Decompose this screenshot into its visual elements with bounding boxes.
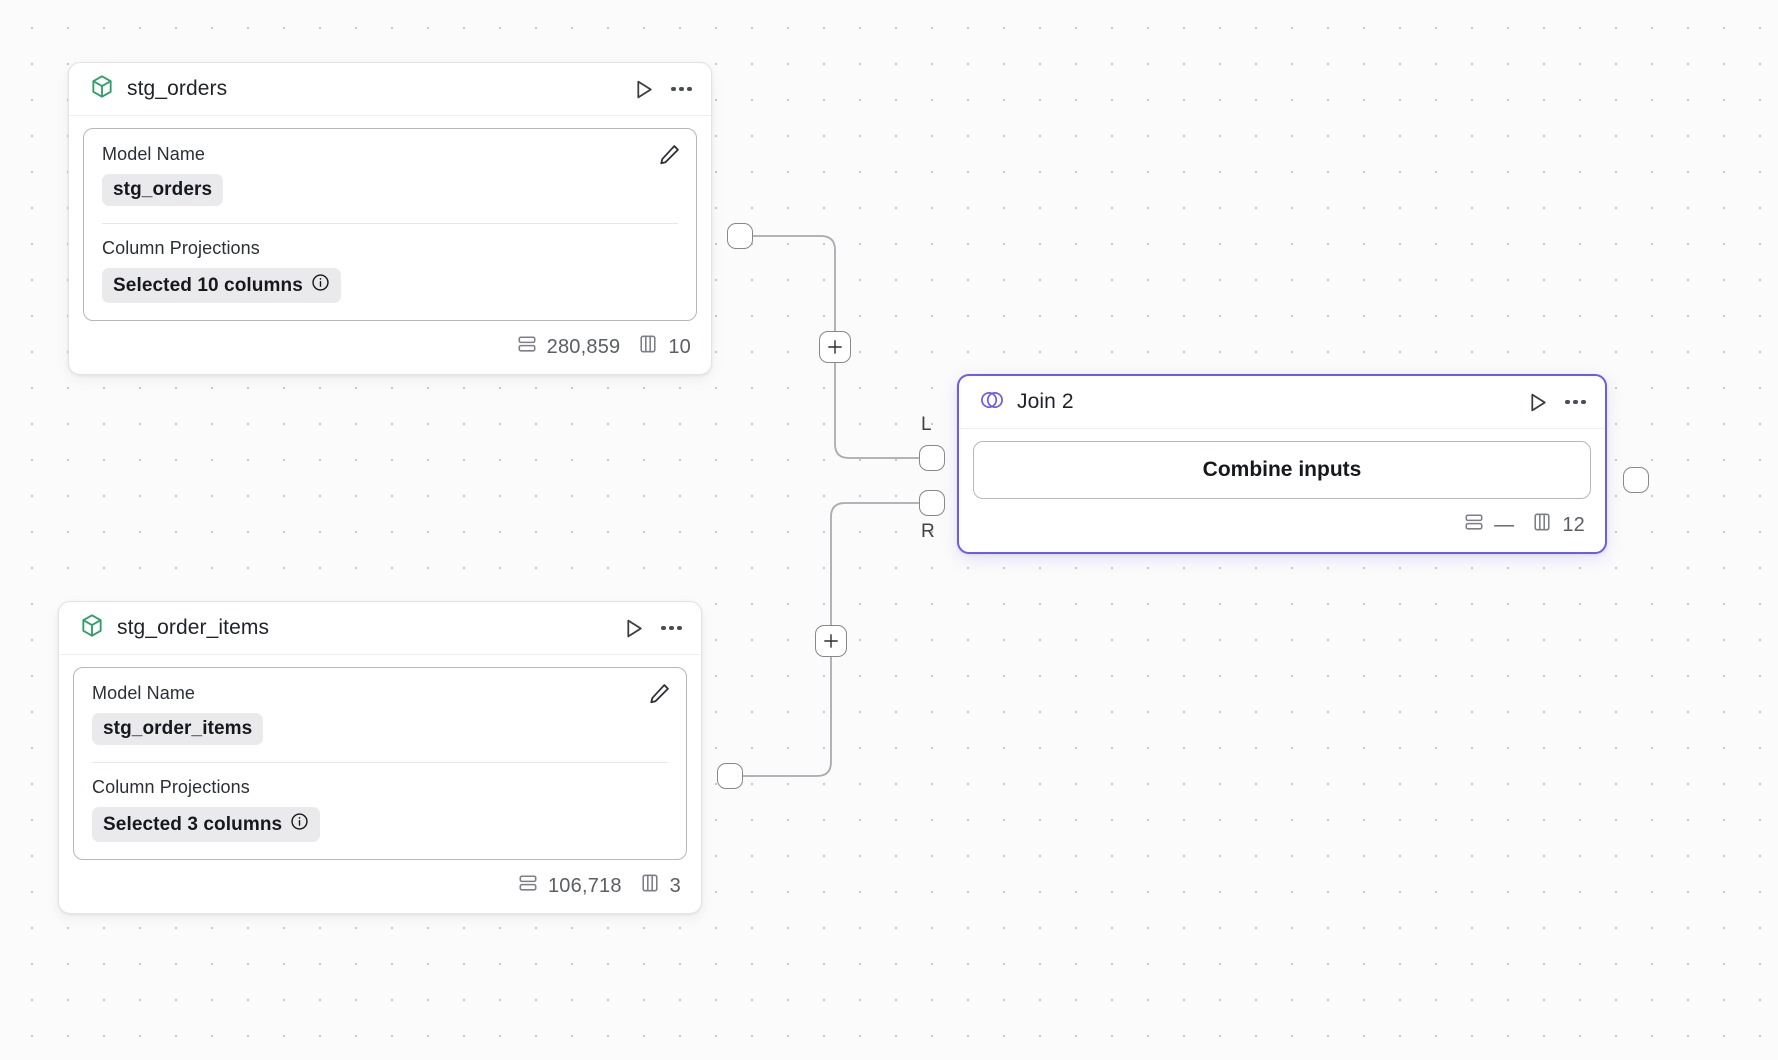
- run-play-icon[interactable]: [631, 77, 656, 102]
- output-handle-stg-order-items[interactable]: [717, 763, 743, 789]
- cube-icon: [89, 73, 115, 105]
- output-handle-stg-orders[interactable]: [727, 223, 753, 249]
- node-footer: — 12: [959, 499, 1605, 552]
- node-footer: 280,859 10: [69, 321, 711, 374]
- row-count-value: 280,859: [546, 335, 621, 358]
- combine-inputs-button[interactable]: Combine inputs: [973, 441, 1591, 499]
- column-projections-label: Column Projections: [92, 777, 250, 797]
- column-projections-value[interactable]: Selected 10 columns: [102, 268, 341, 303]
- cube-icon: [79, 612, 105, 644]
- run-play-icon[interactable]: [621, 616, 646, 641]
- rows-icon: [1463, 511, 1485, 539]
- column-count-stat: 10: [637, 333, 691, 361]
- row-count-stat: 280,859: [516, 333, 621, 361]
- node-title: stg_orders: [127, 77, 228, 100]
- info-icon[interactable]: [290, 812, 309, 837]
- rows-icon: [517, 872, 539, 900]
- node-header: Join 2: [959, 376, 1605, 429]
- node-title: stg_order_items: [117, 616, 270, 639]
- model-name-label: Model Name: [102, 144, 206, 164]
- input-handle-join-left[interactable]: [919, 445, 945, 471]
- column-projections-text: Selected 3 columns: [103, 813, 283, 835]
- node-body: Model Name stg_orders Column Projections…: [69, 116, 711, 321]
- add-node-on-edge-bottom-button[interactable]: [815, 625, 847, 657]
- column-count-stat: 12: [1531, 511, 1585, 539]
- input-handle-right-label: R: [921, 521, 935, 542]
- node-header: stg_orders: [69, 63, 711, 116]
- column-projections-value[interactable]: Selected 3 columns: [92, 807, 321, 842]
- column-count-value: 3: [669, 874, 681, 897]
- model-config-card: Model Name stg_orders Column Projections…: [83, 128, 697, 321]
- node-stg-order-items[interactable]: stg_order_items Model N: [58, 601, 702, 914]
- columns-icon: [637, 333, 659, 361]
- column-projections-label: Column Projections: [102, 238, 260, 258]
- combine-inputs-label: Combine inputs: [1202, 458, 1362, 481]
- rows-icon: [516, 333, 538, 361]
- add-node-on-edge-top-button[interactable]: [819, 331, 851, 363]
- edit-pencil-icon[interactable]: [647, 681, 672, 711]
- node-join-2[interactable]: Join 2 Combine inputs: [957, 374, 1607, 554]
- plus-icon: [828, 340, 842, 354]
- row-count-stat: 106,718: [517, 872, 622, 900]
- column-projections-text: Selected 10 columns: [113, 274, 303, 296]
- node-menu-icon[interactable]: [660, 622, 683, 635]
- columns-icon: [639, 872, 661, 900]
- card-divider: [92, 762, 668, 763]
- model-name-text: stg_orders: [113, 179, 213, 200]
- node-header: stg_order_items: [59, 602, 701, 655]
- plus-icon: [824, 634, 838, 648]
- columns-icon: [1531, 511, 1553, 539]
- info-icon[interactable]: [311, 273, 330, 298]
- output-handle-join-2[interactable]: [1623, 467, 1649, 493]
- run-play-icon[interactable]: [1525, 390, 1550, 415]
- column-count-stat: 3: [639, 872, 681, 900]
- input-handle-left-label: L: [921, 414, 932, 435]
- model-name-text: stg_order_items: [103, 718, 253, 739]
- join-venn-icon: [979, 387, 1005, 418]
- node-body: Combine inputs: [959, 429, 1605, 499]
- column-count-value: 10: [668, 335, 691, 358]
- row-count-stat: —: [1463, 511, 1514, 539]
- model-name-value[interactable]: stg_orders: [102, 174, 224, 206]
- row-count-value: —: [1494, 513, 1515, 536]
- node-title: Join 2: [1017, 390, 1074, 413]
- node-menu-icon[interactable]: [1564, 396, 1587, 409]
- node-body: Model Name stg_order_items Column Projec…: [59, 655, 701, 860]
- input-handle-join-right[interactable]: [919, 490, 945, 516]
- edit-pencil-icon[interactable]: [657, 142, 682, 172]
- model-name-value[interactable]: stg_order_items: [92, 713, 264, 745]
- node-stg-orders[interactable]: stg_orders Model Name: [68, 62, 712, 375]
- column-count-value: 12: [1562, 513, 1585, 536]
- card-divider: [102, 223, 678, 224]
- model-name-label: Model Name: [92, 683, 196, 703]
- model-config-card: Model Name stg_order_items Column Projec…: [73, 667, 687, 860]
- row-count-value: 106,718: [547, 874, 622, 897]
- node-footer: 106,718 3: [59, 860, 701, 913]
- node-menu-icon[interactable]: [670, 83, 693, 96]
